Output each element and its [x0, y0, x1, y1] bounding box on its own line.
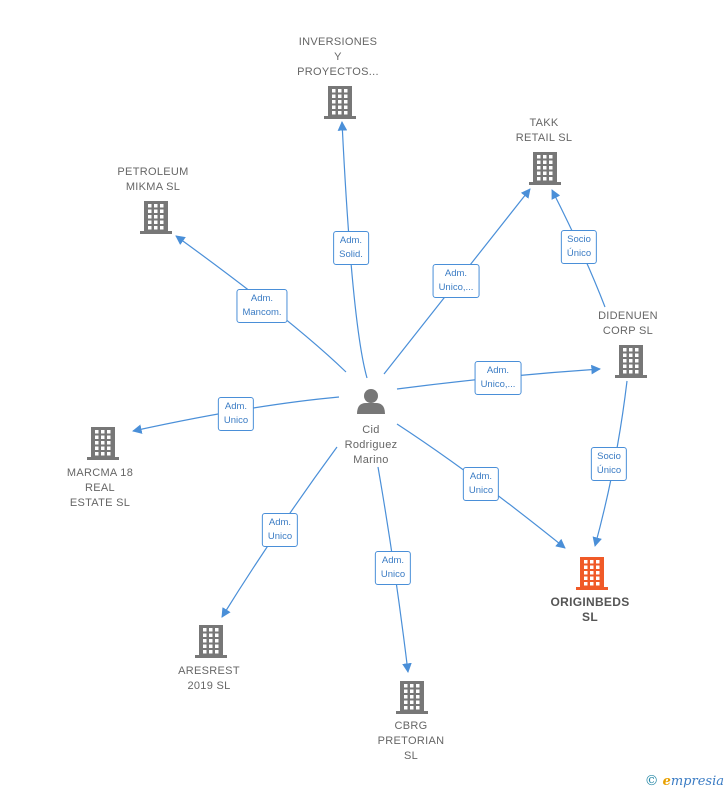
copyright-icon: ©	[644, 773, 659, 789]
edge-label-didenuen-originbeds[interactable]: Socio Único	[590, 447, 628, 481]
building-icon-inversiones[interactable]	[324, 86, 356, 119]
building-icon-originbeds[interactable]	[576, 557, 608, 590]
person-icon[interactable]	[357, 389, 385, 414]
node-label-takk[interactable]: TAKK RETAIL SL	[515, 117, 573, 144]
edge-label-center-petroleum[interactable]: Adm. Mancom.	[236, 289, 288, 323]
edge-center-inversiones	[337, 121, 368, 379]
edge-label-center-originbeds[interactable]: Adm. Unico	[462, 467, 500, 501]
edge-label-center-marcma[interactable]: Adm. Unico	[217, 397, 255, 431]
building-icon-petroleum[interactable]	[140, 201, 172, 234]
node-label-cbrg[interactable]: CBRG PRETORIAN SL	[377, 720, 445, 762]
node-label-inversiones[interactable]: INVERSIONES Y PROYECTOS...	[297, 36, 379, 78]
edge-label-center-didenuen[interactable]: Adm. Unico,...	[474, 361, 522, 395]
node-label-aresrest[interactable]: ARESREST 2019 SL	[178, 665, 240, 692]
building-icon-cbrg[interactable]	[396, 681, 428, 714]
empresia-logo[interactable]: ©empresia	[644, 773, 724, 789]
node-label-originbeds[interactable]: ORIGINBEDS SL	[550, 595, 630, 624]
edge-label-center-takk[interactable]: Adm. Unico,...	[432, 264, 480, 298]
edge-label-center-cbrg[interactable]: Adm. Unico	[374, 551, 412, 585]
building-icon-takk[interactable]	[529, 152, 561, 185]
edge-label-center-aresrest[interactable]: Adm. Unico	[261, 513, 299, 547]
edge-label-center-inversiones[interactable]: Adm. Solid.	[333, 231, 369, 265]
node-label-marcma[interactable]: MARCMA 18 REAL ESTATE SL	[66, 467, 134, 509]
building-icon-marcma[interactable]	[87, 427, 119, 460]
node-label-center[interactable]: Cid Rodriguez Marino	[344, 424, 398, 466]
node-label-didenuen[interactable]: DIDENUEN CORP SL	[598, 310, 658, 337]
edge-label-didenuen-takk[interactable]: Socio Único	[560, 230, 598, 264]
building-icon-aresrest[interactable]	[195, 625, 227, 658]
node-label-petroleum[interactable]: PETROLEUM MIKMA SL	[117, 166, 189, 193]
building-icon-didenuen[interactable]	[615, 345, 647, 378]
